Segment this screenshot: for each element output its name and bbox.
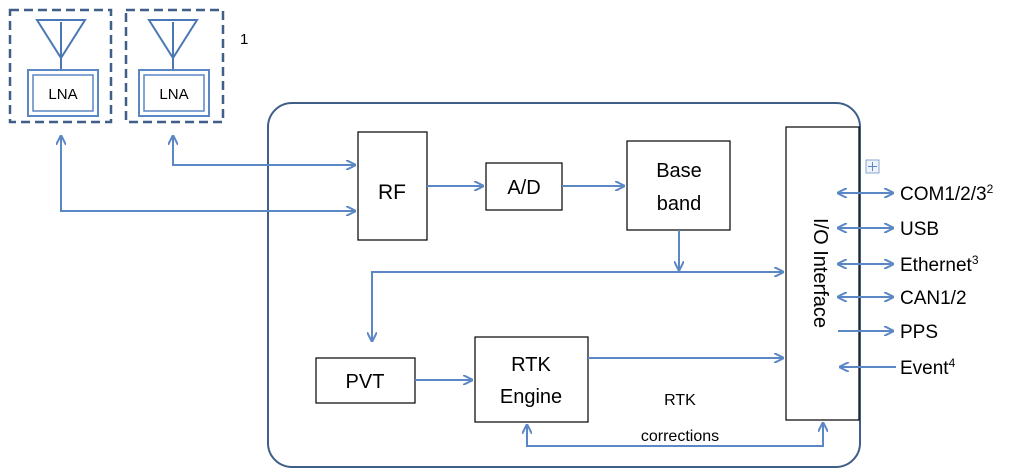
port-label-ethernet: Ethernet3 <box>900 253 979 276</box>
antenna-group-1: LNA <box>8 8 113 124</box>
antenna-2-icon <box>147 19 199 70</box>
baseband-block <box>626 140 731 231</box>
rtk-corrections-label-line1: RTK <box>664 392 696 409</box>
port-labels: COM1/2/32 USB Ethernet3 CAN1/2 PPS Event… <box>900 182 994 379</box>
rtk-corrections-arrow <box>527 423 823 447</box>
port-label-com: COM1/2/32 <box>900 182 994 205</box>
antenna-group-2: LNA <box>124 8 225 124</box>
lna-2-label: LNA <box>159 86 188 103</box>
port-label-can: CAN1/2 <box>900 288 967 309</box>
rtk-engine-block <box>474 336 589 423</box>
receiver-board-outline <box>267 102 861 468</box>
rtk-engine-label-line2: Engine <box>500 386 562 408</box>
rf-label: RF <box>378 181 406 204</box>
baseband-label-line1: Base <box>656 160 702 182</box>
antenna-1-to-rf-arrow <box>61 136 355 211</box>
antenna-2-dashed-frame <box>124 8 225 124</box>
port-label-usb: USB <box>900 219 939 240</box>
antenna-1-dashed-frame <box>8 8 113 124</box>
lna-1-label: LNA <box>48 86 77 103</box>
pvt-label: PVT <box>346 371 385 393</box>
lna-1-box <box>27 69 99 117</box>
io-interface-label: I/O Interface <box>809 218 831 328</box>
antenna-footnote: 1 <box>240 31 248 48</box>
port-label-pps: PPS <box>900 322 938 343</box>
connectors <box>61 136 896 447</box>
move-handle-icon[interactable] <box>865 159 880 174</box>
baseband-label-line2: band <box>657 193 702 215</box>
lna-2-box <box>138 69 210 117</box>
antenna-2-to-rf-arrow <box>173 136 355 165</box>
bus-to-pvt-and-io-arrow <box>372 272 783 341</box>
ad-label: A/D <box>507 177 540 199</box>
pvt-block <box>315 357 416 404</box>
rtk-corrections-label-line2: corrections <box>641 428 719 445</box>
port-label-event: Event4 <box>900 356 956 379</box>
antenna-1-icon <box>35 19 87 70</box>
rtk-engine-label-line1: RTK <box>511 354 551 376</box>
